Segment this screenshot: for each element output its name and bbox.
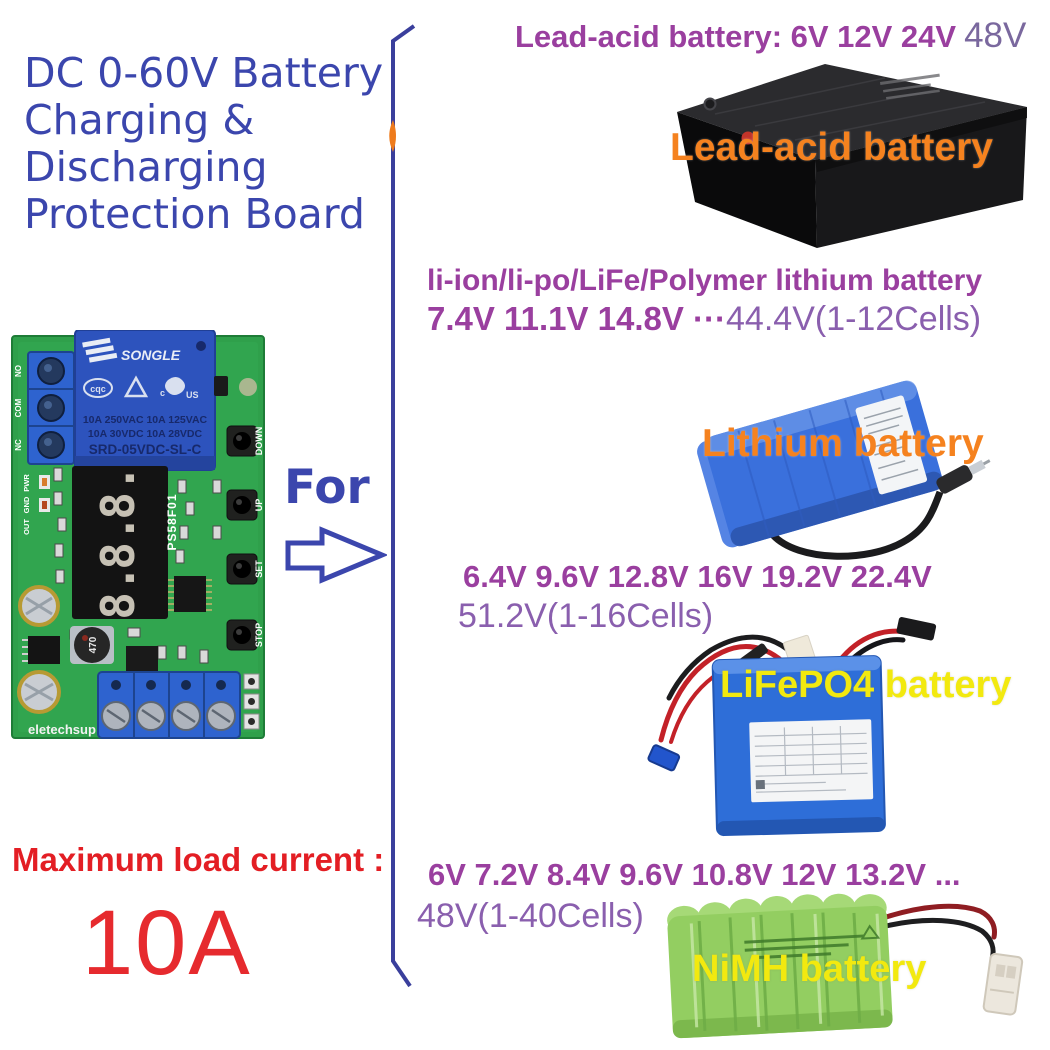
lead-acid-heading-bold: Lead-acid battery: 6V 12V 24V xyxy=(515,19,957,54)
lead-acid-heading-light: 48V xyxy=(964,16,1027,55)
battery-pack xyxy=(711,655,886,837)
terminal-label-nc: NC xyxy=(14,439,23,451)
lithium-heading: li-ion/li-po/LiFe/Polymer lithium batter… xyxy=(427,264,983,297)
for-label: For xyxy=(284,460,370,515)
relay-ul-us: US xyxy=(186,390,199,400)
nimh-voltages-2: 48V(1-40Cells) xyxy=(417,897,644,935)
battery-terminal-red xyxy=(741,131,755,145)
lithium-voltages-light: 44.4V(1-12Cells) xyxy=(726,300,982,338)
relay-ratings-1: 10A 250VAC 10A 125VAC xyxy=(83,414,208,426)
mounting-hole xyxy=(239,378,257,396)
input-terminal-block xyxy=(97,671,241,739)
aux-pads xyxy=(243,673,260,730)
lead-acid-battery-photo xyxy=(677,64,1027,248)
battery-wires xyxy=(880,903,997,962)
io-label-pwr: PWR xyxy=(22,474,31,492)
nimh-voltages-1: 6V 7.2V 8.4V 9.6V 10.8V 12V 13.2V ... xyxy=(428,857,961,892)
nimh-photo-label: NiMH battery xyxy=(692,948,927,990)
lifepo4-photo-label: LiFePO4 battery xyxy=(720,664,1012,706)
tamiya-connector xyxy=(982,952,1024,1016)
grouping-bracket xyxy=(389,24,416,988)
relay-terminal-block: NO COM NC xyxy=(14,351,75,465)
io-label-gnd: GND xyxy=(22,496,31,513)
black-connector xyxy=(896,617,937,641)
terminal-label-com: COM xyxy=(14,398,23,417)
electrolytic-capacitors xyxy=(17,585,61,714)
inductor-value: 470 xyxy=(88,636,99,653)
max-load-value: 10A xyxy=(82,892,252,994)
battery-pack xyxy=(697,380,944,548)
title-line-3: Discharging xyxy=(24,143,268,191)
lifepo4-battery-photo xyxy=(647,617,937,837)
io-labels: PWR GND OUT xyxy=(22,474,50,535)
lithium-photo-label: Lithium battery xyxy=(702,422,984,465)
power-inductor: 470 xyxy=(70,626,114,664)
button-label-up: UP xyxy=(254,499,264,512)
button-set: SET xyxy=(226,553,264,585)
lithium-voltages-bold: 7.4V 11.1V 14.8V ··· xyxy=(427,300,727,337)
lithium-battery-photo xyxy=(697,380,991,560)
battery-label xyxy=(749,719,874,803)
button-label-set: SET xyxy=(254,560,264,578)
relay-model: SRD-05VDC-SL-C xyxy=(89,442,202,457)
battery-terminal xyxy=(703,97,717,111)
dc-plug xyxy=(936,459,991,494)
display-digit-1: 8. xyxy=(91,464,145,519)
silkscreen-brand: eletechsup xyxy=(28,722,96,737)
transistor xyxy=(214,376,228,396)
lifepo4-voltages-2: 51.2V(1-16Cells) xyxy=(458,597,714,635)
nimh-battery-photo xyxy=(667,893,1024,1039)
blue-ec-connector xyxy=(647,744,681,772)
diode xyxy=(126,646,158,674)
pack-print xyxy=(744,924,881,960)
title-line-1: DC 0-60V Battery xyxy=(24,49,384,97)
relay-brand: SONGLE xyxy=(121,347,181,363)
lifepo4-voltages-1: 6.4V 9.6V 12.8V 16V 19.2V 22.4V xyxy=(463,559,932,594)
title-line-2: Charging & xyxy=(24,96,255,144)
button-label-down: DOWN xyxy=(254,427,264,456)
bracket-orange-mark xyxy=(389,120,396,152)
right-arrow-icon xyxy=(285,526,387,584)
battery-label xyxy=(855,395,928,495)
lithium-voltages: 7.4V 11.1V 14.8V ···44.4V(1-12Cells) xyxy=(427,300,981,339)
button-label-stop: STOP xyxy=(254,623,264,647)
mcu-model-label: PS58F01 xyxy=(165,493,179,550)
button-down: DOWN xyxy=(226,425,264,457)
relay-triangle-mark xyxy=(123,375,149,398)
relay-cqc-mark: cqc xyxy=(90,384,106,394)
relay: SONGLE cqc c US 10A 250VAC 10A 125VAC 10… xyxy=(74,330,216,471)
button-stop: STOP xyxy=(226,619,264,651)
relay-logo xyxy=(82,337,118,363)
display-digit-3: 8. xyxy=(91,564,145,619)
button-up: UP xyxy=(226,489,264,521)
max-load-label: Maximum load current : xyxy=(12,841,385,878)
relay-ul-mark xyxy=(165,377,185,395)
seven-segment-display: 8. 8. 8. xyxy=(72,464,168,620)
regulator-chip xyxy=(22,636,60,664)
lead-acid-photo-label: Lead-acid battery xyxy=(670,126,993,169)
mcu-chip xyxy=(168,576,212,612)
protection-board-photo: NO COM NC SONGLE cqc c US 10A 250VAC 10A… xyxy=(11,330,265,739)
smd-components xyxy=(53,467,222,664)
relay-ratings-2: 10A 30VDC 10A 28VDC xyxy=(88,428,203,440)
battery-cable xyxy=(770,490,944,560)
battery-pack xyxy=(667,893,893,1039)
terminal-label-no: NO xyxy=(14,365,23,377)
title-line-4: Protection Board xyxy=(24,190,365,238)
page-title: DC 0-60V Battery Charging & Discharging … xyxy=(24,50,404,238)
io-label-out: OUT xyxy=(22,519,31,535)
buttons: DOWN UP SET STOP xyxy=(214,376,264,651)
display-digit-2: 8. xyxy=(91,514,145,569)
relay-ul-c: c xyxy=(160,388,165,398)
